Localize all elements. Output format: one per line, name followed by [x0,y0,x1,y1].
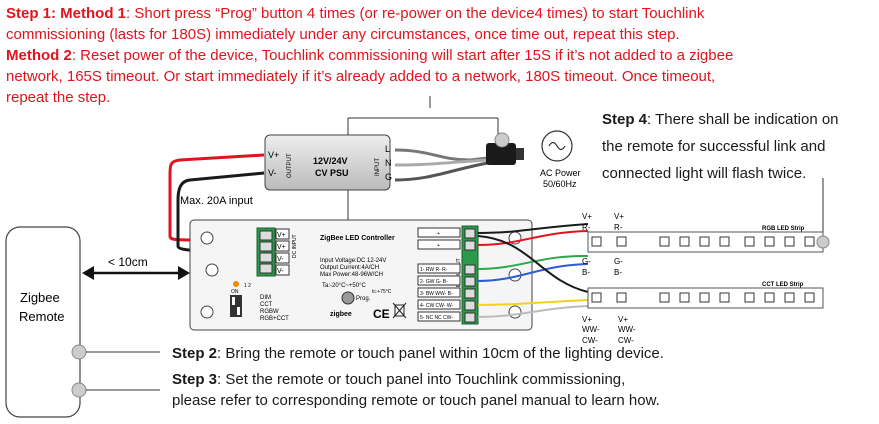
psu-g: G [385,172,392,182]
remote-step2-marker [71,344,87,360]
wire-blue [477,263,589,282]
psu-n: N [385,158,392,168]
svg-text:WW-: WW- [618,325,636,334]
wire-yellow [477,299,589,306]
cct-leds [591,292,815,303]
psu-title-1: 12V/24V [313,156,348,166]
psu-l: L [385,144,390,154]
led-output-label: LED OUTPUT [456,258,462,290]
svg-text:3- BW WW- B-: 3- BW WW- B- [420,291,453,297]
svg-text:DIM: DIM [260,295,271,301]
dip-switch[interactable] [230,295,242,317]
psu-vminus: V- [268,168,277,178]
rgb-strip-label: RGB LED Strip [762,226,805,232]
spec-3: Max Power:48-96W/CH [320,272,383,278]
svg-text:RGB+CCT: RGB+CCT [260,316,289,322]
svg-text:B-: B- [614,268,622,277]
intro-line-1: Step 1: Method 1: Short press “Prog” but… [6,5,705,22]
svg-text:R-: R- [614,223,623,232]
svg-text:G-: G- [582,257,591,266]
svg-text:V+: V+ [614,212,624,221]
intro-line-5: repeat the step. [6,89,111,106]
psu-title-2: CV PSU [315,168,349,178]
intro-text: Step 1: Method 1: Short press “Prog” but… [6,3,876,108]
zigbee-logo: zigbee [330,311,352,318]
step3-text: Step 3: Set the remote or touch panel in… [172,371,660,409]
intro-line-4: network, 165S timeout. Or start immediat… [6,68,716,85]
psu-box [264,134,391,191]
svg-text:5- NC NC CW-: 5- NC NC CW- [420,315,453,321]
svg-text:CW-: CW- [582,336,598,345]
svg-text:WW-: WW- [582,325,600,334]
spec-2: Output Current:4A/CH [320,265,379,271]
svg-text:2- GW G- B-: 2- GW G- B- [420,279,448,285]
tc-label: tc:+75°C [372,289,392,295]
ac-step-marker [494,132,510,148]
prog-button[interactable] [341,291,355,305]
svg-text:+: + [437,231,440,237]
ac-wire-g [394,161,489,182]
zigbee-remote [5,226,81,418]
dc-wire-red [168,153,265,242]
svg-text:V+: V+ [618,315,628,324]
remote-step3-marker [71,382,87,398]
remote-label-2: Remote [19,309,65,324]
psu-output: OUTPUT [287,153,293,178]
svg-text:CCT: CCT [260,302,273,308]
psu-vplus: V+ [268,150,279,160]
output-labels: + + 1- RW R- R- 2- GW G- B- 3- BW WW- B-… [417,227,461,322]
step2-text: Step 2: Bring the remote or touch panel … [172,345,664,362]
distance-label: < 10cm [108,255,148,269]
svg-text:V+: V+ [582,212,592,221]
intro-line-3: Method 2: Reset power of the device, Tou… [6,47,734,64]
controller-title: ZigBee LED Controller [320,235,395,242]
ce-mark: CE [373,307,390,321]
wire-vplus-black [477,223,589,234]
svg-text:B-: B- [582,268,590,277]
svg-text:R-: R- [582,223,591,232]
prog-label: Prog. [356,296,371,302]
svg-text:V+: V+ [277,232,286,239]
intro-line-2: commissioning (lasts for 180S) immediate… [6,26,680,43]
ac-wire-l [394,148,489,162]
svg-text:4- CW CW- W-: 4- CW CW- W- [420,303,453,309]
step4-text: Step 4: There shall be indication on the… [602,111,839,182]
temp-label: Ta:-20°C~+50°C [322,283,366,289]
dip-on: ON [231,289,239,295]
ac-label-2: 50/60Hz [543,179,577,189]
ac-label-1: AC Power [540,168,581,178]
wire-white [477,305,589,318]
svg-text:G-: G- [614,257,623,266]
svg-text:V-: V- [277,256,284,263]
spec-1: Input Voltage:DC 12-24V [320,258,386,264]
dc-input-label: DC INPUT [292,234,298,258]
max-input-label: Max. 20A input [180,195,253,207]
svg-text:V+: V+ [277,244,286,251]
wire-cct-black [477,235,589,293]
svg-text:1- RW R- R-: 1- RW R- R- [420,267,448,273]
weee-icon [392,302,407,319]
svg-text:V-: V- [277,268,284,275]
cct-strip-label: CCT LED Strip [762,282,804,288]
rgb-leds [591,236,815,247]
svg-text:RGBW: RGBW [260,309,279,315]
status-led [233,281,239,287]
ac-wire-n [394,158,489,167]
wire-red [477,230,589,246]
svg-text:V+: V+ [582,315,592,324]
ac-plug [486,143,516,165]
svg-text:CW-: CW- [618,336,634,345]
svg-text:+: + [437,243,440,249]
dip-numbers: 1 2 [244,283,251,289]
remote-label-1: Zigbee [20,290,60,305]
psu-input: INPUT [375,158,381,176]
wire-green [477,254,589,270]
rgb-strip-marker [816,235,830,249]
